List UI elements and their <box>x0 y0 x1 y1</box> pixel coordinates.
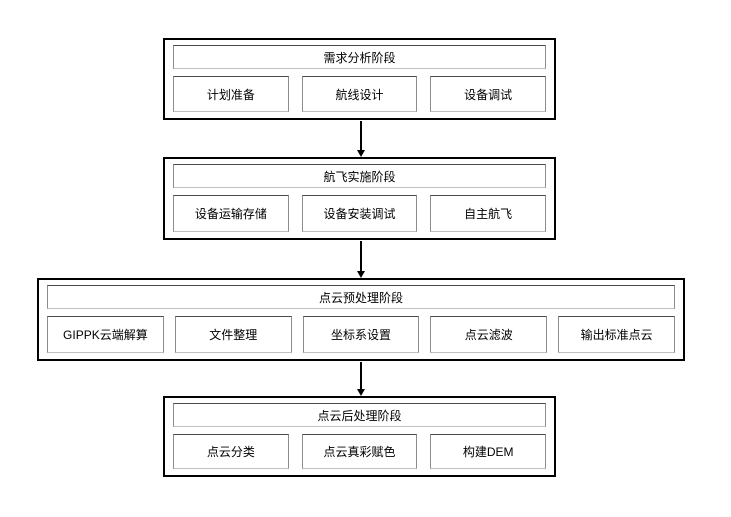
steps-row: 点云分类 点云真彩赋色 构建DEM <box>173 434 547 469</box>
stage-title: 需求分析阶段 <box>173 45 546 69</box>
stage-pointcloud-postprocessing: 点云后处理阶段 点云分类 点云真彩赋色 构建DEM <box>163 396 556 477</box>
step-pointcloud-filtering: 点云滤波 <box>430 316 548 353</box>
flow-arrow-down-2 <box>356 241 365 278</box>
step-pointcloud-classification: 点云分类 <box>173 434 289 469</box>
step-gippk-cloud-solution: GIPPK云端解算 <box>47 316 164 353</box>
step-build-dem: 构建DEM <box>430 434 547 469</box>
step-output-standard-pointcloud: 输出标准点云 <box>558 316 675 353</box>
flow-arrow-down-3 <box>356 362 365 396</box>
step-truecolor-assignment: 点云真彩赋色 <box>301 434 418 469</box>
stage-pointcloud-preprocessing: 点云预处理阶段 GIPPK云端解算 文件整理 坐标系设置 点云滤波 输出标准点云 <box>37 278 685 361</box>
steps-row: 设备运输存储 设备安装调试 自主航飞 <box>173 195 547 232</box>
stage-requirements-analysis: 需求分析阶段 计划准备 航线设计 设备调试 <box>163 38 556 120</box>
flow-arrow-down-1 <box>356 121 365 157</box>
stage-title: 点云后处理阶段 <box>173 403 546 427</box>
step-device-install-debug: 设备安装调试 <box>301 195 418 232</box>
step-device-transport-storage: 设备运输存储 <box>173 195 289 232</box>
step-route-design: 航线设计 <box>301 76 418 112</box>
stage-title: 航飞实施阶段 <box>173 164 546 188</box>
step-file-organization: 文件整理 <box>174 316 292 353</box>
stage-title: 点云预处理阶段 <box>47 285 675 309</box>
stage-flight-implementation: 航飞实施阶段 设备运输存储 设备安装调试 自主航飞 <box>163 157 556 240</box>
steps-row: GIPPK云端解算 文件整理 坐标系设置 点云滤波 输出标准点云 <box>47 316 675 353</box>
step-autonomous-flight: 自主航飞 <box>430 195 547 232</box>
step-coordinate-system-setup: 坐标系设置 <box>302 316 420 353</box>
step-device-debugging: 设备调试 <box>430 76 547 112</box>
steps-row: 计划准备 航线设计 设备调试 <box>173 76 547 112</box>
step-plan-preparation: 计划准备 <box>173 76 289 112</box>
